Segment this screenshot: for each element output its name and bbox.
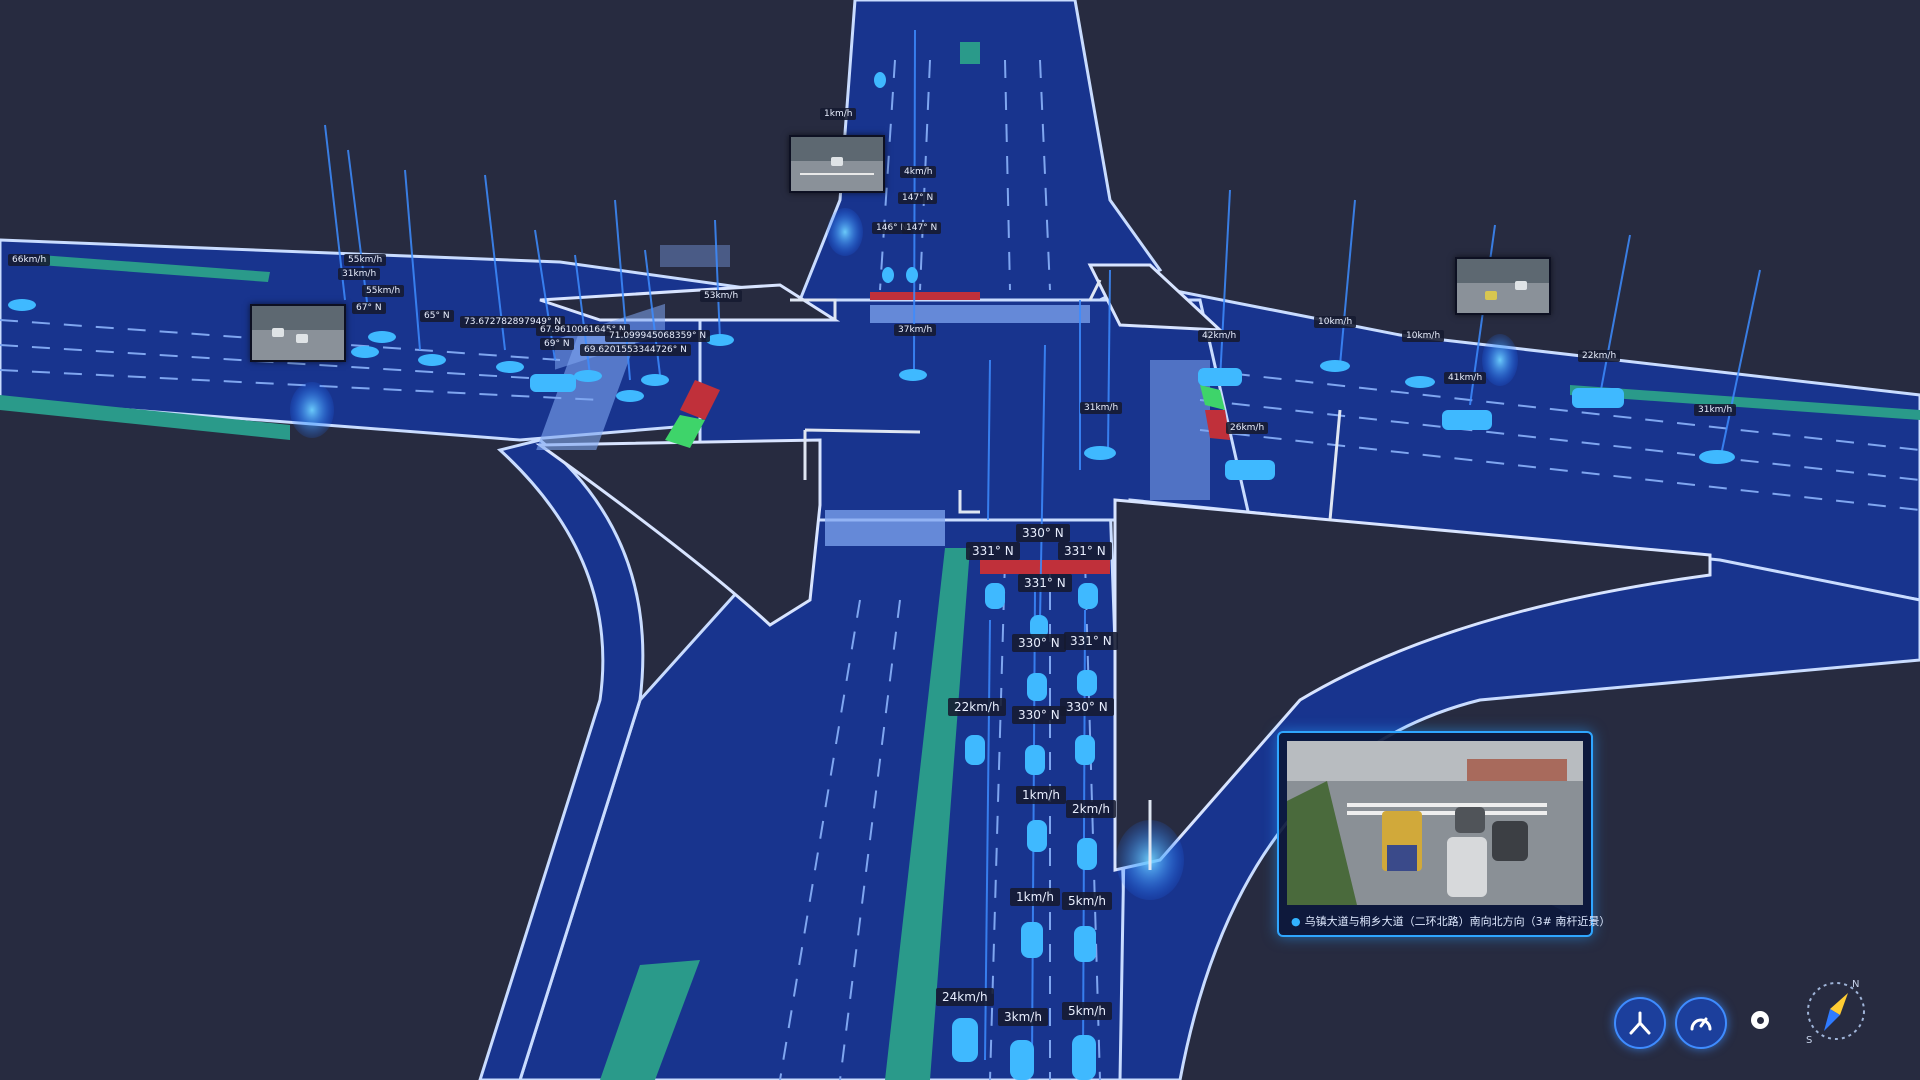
speed-tag: 22km/h <box>948 698 1006 716</box>
speed-tag: 10km/h <box>1402 330 1445 342</box>
locate-dot-icon <box>1756 1016 1764 1024</box>
heading-tag: 331° N <box>1018 574 1072 592</box>
speed-tag: 42km/h <box>1198 330 1241 342</box>
medians <box>0 42 1920 1080</box>
speed-tag: 5km/h <box>1062 892 1112 910</box>
heading-tag: 67° N <box>352 302 386 314</box>
lane-lines <box>0 59 1920 1080</box>
heading-tag: 331° N <box>966 542 1020 560</box>
speed-tag: 31km/h <box>1080 402 1123 414</box>
camera-video-panel[interactable]: ●乌镇大道与桐乡大道（二环北路）南向北方向（3# 南杆近景） <box>1277 731 1611 937</box>
heading-tag: 65° N <box>420 310 454 322</box>
speed-tag: 2km/h <box>1066 800 1116 818</box>
speed-tag: 55km/h <box>362 285 405 297</box>
camera-location-caption: ●乌镇大道与桐乡大道（二环北路）南向北方向（3# 南杆近景） <box>1291 915 1611 928</box>
speed-tag: 37km/h <box>894 324 937 336</box>
speed-tag: 41km/h <box>1444 372 1487 384</box>
heading-tag: 69° N <box>540 338 574 350</box>
speed-tag: 22km/h <box>1578 350 1621 362</box>
compass-south-label: S <box>1806 1035 1812 1046</box>
camera-thumbnail[interactable] <box>1455 257 1551 315</box>
heading-tag: 331° N <box>1064 632 1118 650</box>
heading-tag: 331° N <box>1058 542 1112 560</box>
camera-thumbnail[interactable] <box>250 304 346 362</box>
compass-icon[interactable]: N S <box>1800 975 1872 1047</box>
speed-tag: 24km/h <box>936 988 994 1006</box>
speed-tag: 53km/h <box>700 290 743 302</box>
speed-tag: 1km/h <box>820 108 857 120</box>
lane-fork-icon <box>1629 1011 1651 1035</box>
speed-tag: 26km/h <box>1226 422 1269 434</box>
speed-tag: 1km/h <box>1010 888 1060 906</box>
heading-tag: 147° N <box>902 222 942 234</box>
heading-tag: 330° N <box>1016 524 1070 542</box>
vehicles[interactable] <box>8 72 1735 1080</box>
signal-bars <box>665 292 1230 574</box>
compass-north-label: N <box>1852 979 1859 990</box>
speed-tag: 4km/h <box>900 166 937 178</box>
locate-button[interactable] <box>1751 1011 1769 1029</box>
camera-video-frame[interactable] <box>1287 741 1583 905</box>
heading-tag: 147° N <box>898 192 938 204</box>
signal-poles <box>790 279 1342 870</box>
speed-view-button[interactable] <box>1675 997 1727 1049</box>
heading-tag: 71.099945068359° N <box>605 330 711 342</box>
speed-tag: 1km/h <box>1016 786 1066 804</box>
speed-tag: 10km/h <box>1314 316 1357 328</box>
heading-tag: 330° N <box>1012 706 1066 724</box>
camera-thumbnail[interactable] <box>789 135 885 193</box>
speed-tag: 3km/h <box>998 1008 1048 1026</box>
traffic-islands <box>535 263 1712 872</box>
speed-tag: 55km/h <box>344 254 387 266</box>
heading-tag: 146° N <box>872 222 912 234</box>
heading-tag: 330° N <box>1060 698 1114 716</box>
speed-tag: 5km/h <box>1062 1002 1112 1020</box>
speedometer-icon <box>1690 1017 1712 1031</box>
lane-view-button[interactable] <box>1614 997 1666 1049</box>
speed-tag: 31km/h <box>338 268 381 280</box>
heading-tag: 69.6201553344726° N <box>580 344 691 356</box>
speed-tag: 31km/h <box>1694 404 1737 416</box>
speed-tag: 66km/h <box>8 254 51 266</box>
heading-tag: 330° N <box>1012 634 1066 652</box>
location-pin-icon: ● <box>1291 915 1301 928</box>
